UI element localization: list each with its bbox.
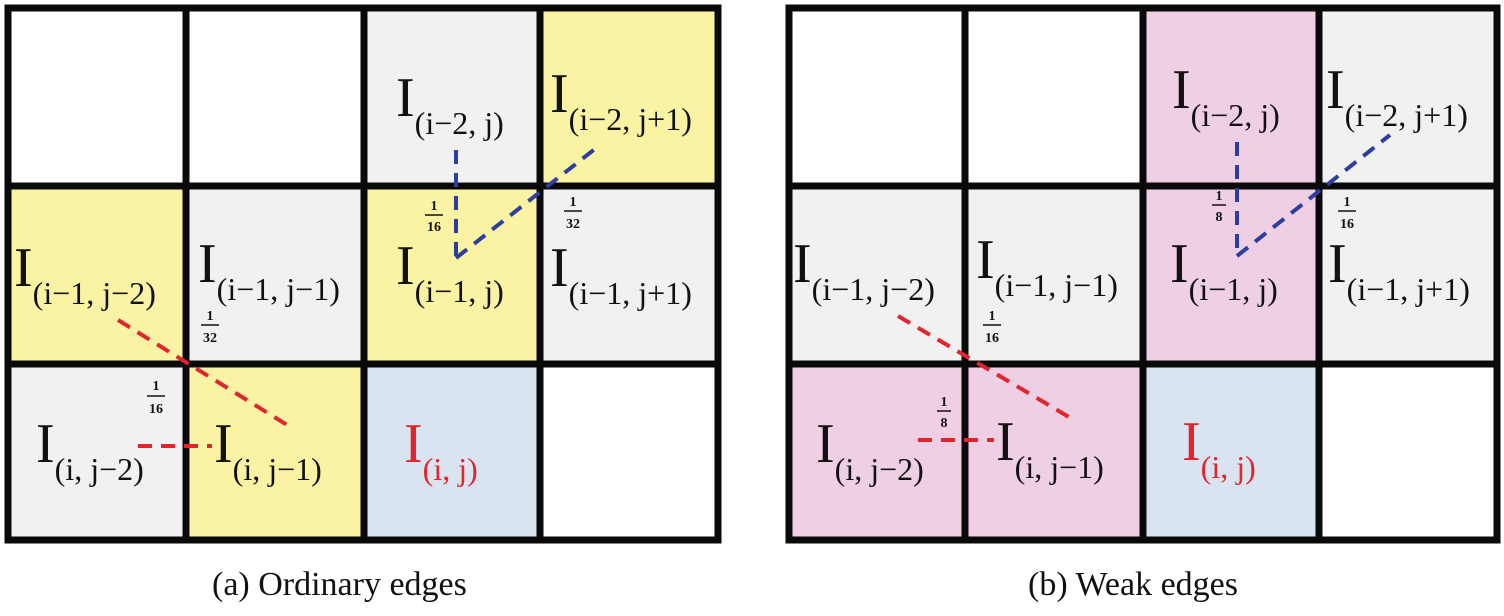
svg-text:1: 1 [431,199,438,214]
cell-b-2-3 [1319,364,1497,540]
label-i-jm1: I(i, j−1) [996,411,1104,485]
grid-lines-a [4,4,722,544]
svg-text:8: 8 [941,416,948,431]
grid-lines-b [785,4,1501,544]
cell-b-0-0 [789,8,965,186]
label-i-jm2: I(i, j−2) [36,413,144,487]
cell-a-0-0 [8,8,186,186]
cell-a-1-0 [8,186,186,364]
cell-b-1-3 [1319,186,1497,364]
weight-top-vertical-b: 1 8 [1212,189,1226,225]
svg-text:1: 1 [570,195,577,210]
cell-a-2-1 [186,364,364,540]
red-diagonal-connector [116,318,294,430]
cell-a-1-1 [186,186,364,364]
cell-b-1-0 [789,186,965,364]
label-i-m1-jp1: I(i−1, j+1) [1328,233,1470,307]
label-i-m1-j: I(i−1, j) [396,235,504,309]
label-i-m1-j: I(i−1, j) [1170,233,1278,307]
cell-b-0-3 [1319,8,1497,186]
cell-a-2-0 [8,364,186,540]
weight-mid-diagonal-b: 1 16 [983,309,1001,346]
cell-b-0-1 [965,8,1143,186]
panel-b: I(i−2, j) I(i−2, j+1) I(i−1, j−2) I(i−1,… [785,4,1501,544]
svg-text:1: 1 [207,309,214,324]
svg-text:1: 1 [941,395,948,410]
cell-b-1-2 [1143,186,1319,364]
svg-text:1: 1 [153,379,160,394]
label-i-m1-jm2: I(i−1, j−2) [793,233,935,307]
cell-b-0-2 [1143,8,1319,186]
connectors-b [896,133,1392,442]
weight-top-diagonal-a: 1 32 [564,195,582,232]
cell-a-0-3 [540,8,718,186]
caption-ordinary-edges: (a) Ordinary edges [212,566,467,603]
blue-diagonal-connector [454,143,602,260]
cell-a-2-2 [364,364,540,540]
weight-left-horizontal-a: 1 16 [147,379,165,417]
cell-a-0-1 [186,8,364,186]
svg-text:1: 1 [1344,195,1351,210]
label-i-m2-jp1: I(i−2, j+1) [1326,59,1468,133]
cell-b-2-0 [789,364,965,540]
weight-mid-diagonal-a: 1 32 [201,309,219,346]
weight-top-vertical-a: 1 16 [425,199,443,235]
cell-a-2-3 [540,364,718,540]
red-diagonal-connector [896,314,1076,422]
cell-a-1-3 [540,186,718,364]
label-i-m1-jm1: I(i−1, j−1) [976,229,1118,303]
cell-b-2-1 [965,364,1143,540]
svg-text:8: 8 [1216,210,1223,225]
label-i-m2-j: I(i−2, j) [396,67,504,141]
svg-text:16: 16 [1340,217,1354,232]
cell-b-1-1 [965,186,1143,364]
cell-a-0-2 [364,8,540,186]
label-i-m1-jm1: I(i−1, j−1) [198,233,340,307]
cell-b-2-2 [1143,364,1319,540]
svg-text:1: 1 [989,309,996,324]
label-i-m2-j: I(i−2, j) [1172,59,1280,133]
svg-text:16: 16 [985,331,999,346]
svg-text:16: 16 [427,220,441,235]
weight-left-horizontal-b: 1 8 [937,395,951,431]
blue-diagonal-connector [1235,133,1392,258]
label-i-m2-jp1: I(i−2, j+1) [550,63,692,137]
label-i-m1-jp1: I(i−1, j+1) [550,237,692,311]
connectors-a [116,143,602,448]
label-i-j: I(i, j) [1182,411,1256,485]
label-i-jm1: I(i, j−1) [214,413,322,487]
caption-weak-edges: (b) Weak edges [1028,566,1238,603]
svg-text:1: 1 [1216,189,1223,204]
svg-text:32: 32 [203,331,217,346]
panel-a: I(i−2, j) I(i−2, j+1) I(i−1, j−2) I(i−1,… [4,4,722,544]
svg-text:32: 32 [566,217,580,232]
svg-text:16: 16 [149,402,163,417]
weight-top-diagonal-b: 1 16 [1338,195,1356,232]
label-i-jm2: I(i, j−2) [816,413,924,487]
label-i-j: I(i, j) [404,413,478,487]
label-i-m1-jm2: I(i−1, j−2) [14,237,156,311]
